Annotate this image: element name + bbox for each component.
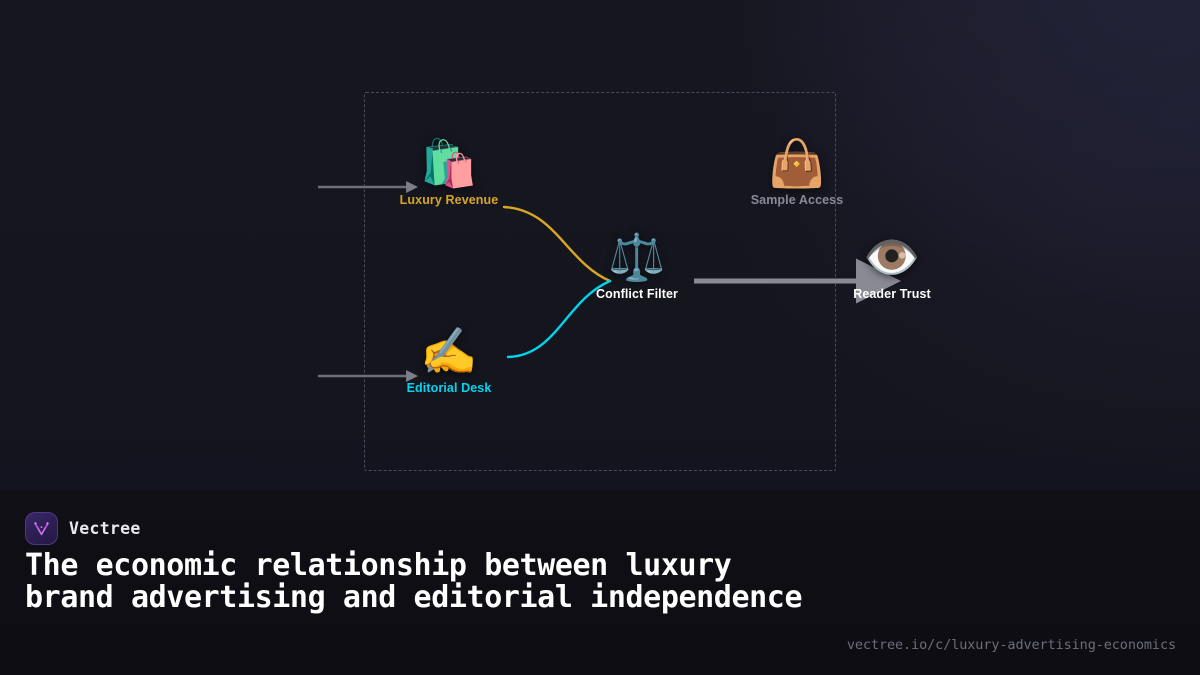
edge-luxury-revenue-to-conflict-filter: [502, 205, 612, 283]
node-conflict-filter[interactable]: ⚖️ Conflict Filter: [596, 231, 678, 301]
edge-editorial-desk-to-conflict-filter: [506, 279, 612, 359]
node-luxury-revenue[interactable]: 🛍️ Luxury Revenue: [400, 137, 499, 207]
node-label-sample-access: Sample Access: [750, 193, 844, 207]
edge-layer: [318, 181, 901, 382]
node-label-conflict-filter: Conflict Filter: [595, 287, 679, 301]
page-headline: The economic relationship between luxury…: [25, 548, 803, 615]
brand-block: Vectree: [25, 512, 141, 545]
node-label-reader-trust: Reader Trust: [853, 287, 931, 301]
node-editorial-desk[interactable]: ✍️ Editorial Desk: [407, 325, 492, 395]
site-url: vectree.io/c/luxury-advertising-economic…: [846, 637, 1176, 653]
handbag-icon: 👜: [768, 136, 826, 190]
eye-icon: 👁️: [863, 230, 921, 284]
node-reader-trust[interactable]: 👁️ Reader Trust: [853, 231, 931, 301]
brand-name: Vectree: [69, 519, 141, 538]
node-label-luxury-revenue: Luxury Revenue: [399, 193, 499, 207]
shopping-bags-icon: 🛍️: [420, 136, 478, 190]
balance-scale-icon: ⚖️: [608, 230, 666, 284]
node-label-editorial-desk: Editorial Desk: [406, 381, 492, 395]
node-sample-access[interactable]: 👜 Sample Access: [751, 137, 844, 207]
vectree-logo-icon: [25, 512, 58, 545]
writing-hand-icon: ✍️: [420, 324, 478, 378]
diagram-canvas[interactable]: 🛍️ Luxury Revenue 👜 Sample Access ⚖️ Conflict…: [0, 0, 1200, 490]
footer-bar: [0, 490, 1200, 675]
